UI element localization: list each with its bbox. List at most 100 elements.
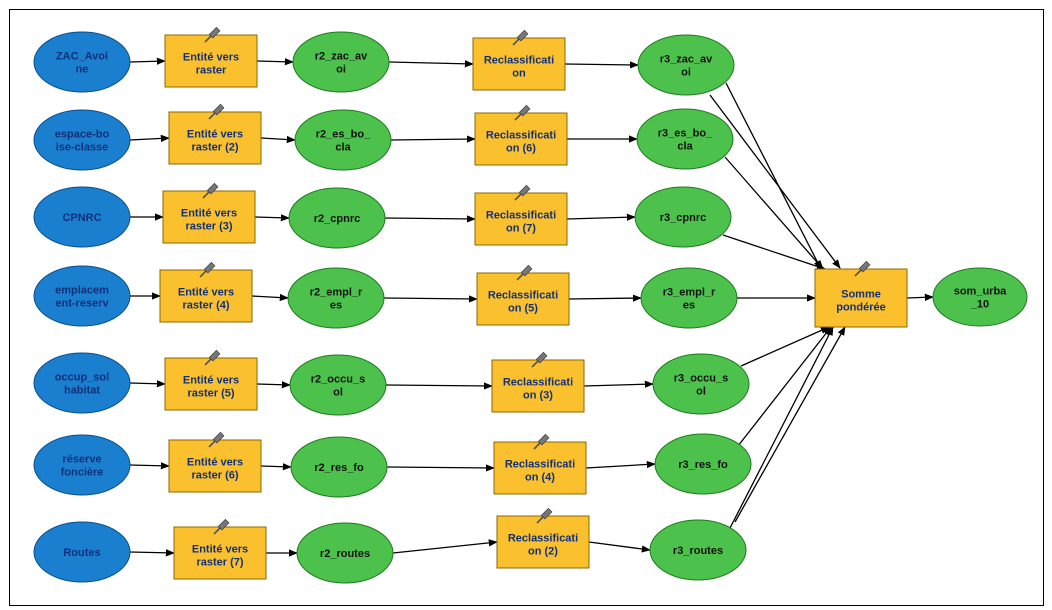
connector-layer: [129, 57, 934, 557]
connector-to-sum-2: [724, 156, 824, 270]
hammer-icon: [208, 431, 225, 448]
reclassified-raster-5[interactable]: r3_occu_sol: [652, 353, 750, 415]
connector-mid-3: [384, 215, 476, 223]
final-output-raster-label: som_urba: [954, 286, 1007, 298]
input-dataset-7[interactable]: Routes: [33, 521, 131, 583]
intermediate-raster-2-label: cla: [335, 142, 351, 154]
intermediate-raster-7[interactable]: r2_routes: [296, 522, 394, 584]
tool-reclassification-3-label: on (7): [506, 223, 536, 235]
connector-tool1-1: [256, 58, 294, 66]
input-dataset-5-label: habitat: [64, 385, 100, 397]
tool-reclassification-6-label: Reclassificati: [505, 459, 575, 471]
tool-somme-ponderee-label: Somme: [841, 289, 881, 301]
input-dataset-4-label: emplacem: [55, 285, 109, 297]
reclassified-raster-7-label: r3_routes: [673, 545, 723, 557]
input-dataset-3[interactable]: CPNRC: [33, 186, 131, 248]
tool-entite-vers-raster-4-label: raster (4): [182, 300, 229, 312]
connector-to-sum-5: [740, 326, 830, 367]
intermediate-raster-1-label: oi: [336, 64, 346, 76]
intermediate-raster-7-label: r2_routes: [320, 548, 370, 560]
reclassified-raster-1-label: oi: [681, 67, 691, 79]
input-dataset-6-label: foncière: [61, 467, 104, 479]
hammer-icon: [514, 184, 531, 201]
connector-mid-7: [392, 539, 498, 554]
hammer-icon: [514, 104, 531, 121]
intermediate-raster-4-label: r2_empl_r: [310, 287, 363, 299]
tool-reclassification-6-label: on (4): [525, 472, 555, 484]
tool-entite-vers-raster-6-label: raster (6): [191, 470, 238, 482]
reclassified-raster-4-label: es: [683, 300, 695, 312]
reclassified-raster-1-label: r3_zac_av: [660, 54, 713, 66]
reclassified-raster-3[interactable]: r3_cpnrc: [634, 186, 732, 248]
tool-reclassification-5-label: on (3): [523, 390, 553, 402]
connector-input-2: [129, 134, 170, 143]
hammer-icon: [854, 260, 871, 277]
reclassified-raster-7[interactable]: r3_routes: [649, 519, 747, 581]
connector-tool1-3: [254, 214, 290, 222]
tool-entite-vers-raster-5-label: raster (5): [187, 388, 234, 400]
input-dataset-5-label: occup_sol: [55, 372, 109, 384]
input-dataset-2-label: ise-classe: [56, 142, 109, 154]
intermediate-raster-4[interactable]: r2_empl_res: [287, 267, 385, 329]
tool-entite-vers-raster-3-label: raster (3): [185, 221, 232, 233]
intermediate-raster-6[interactable]: r2_res_fo: [290, 436, 388, 498]
connector-tool2-5: [583, 380, 654, 388]
connector-input-6: [129, 462, 170, 470]
tool-entite-vers-raster-3-label: Entité vers: [181, 208, 237, 220]
hammer-icon: [533, 433, 550, 450]
tool-reclassification-7-label: on (2): [528, 546, 558, 558]
reclassified-raster-2[interactable]: r3_es_bo_cla: [636, 108, 734, 170]
connector-tool1-6: [260, 463, 292, 471]
tool-entite-vers-raster-2-label: raster (2): [191, 142, 238, 154]
input-dataset-1-label: ZAC_Avoi: [56, 51, 108, 63]
tool-entite-vers-raster-7-label: raster (7): [196, 557, 243, 569]
reclassified-raster-4-label: r3_empl_r: [663, 287, 716, 299]
connector-to-sum-3: [722, 234, 826, 270]
connector-tool2-7: [588, 541, 651, 553]
tool-entite-vers-raster-1-label: raster: [196, 65, 227, 77]
intermediate-raster-4-label: es: [330, 300, 342, 312]
hammer-icon: [531, 351, 548, 368]
input-dataset-2-label: espace-bo: [55, 129, 110, 141]
hammer-icon: [202, 182, 219, 199]
intermediate-raster-2-label: r2_es_bo_: [316, 129, 371, 141]
tool-entite-vers-raster-5-label: Entité vers: [183, 375, 239, 387]
connector-extra-1: [709, 94, 841, 269]
hammer-icon: [516, 264, 533, 281]
reclassified-raster-4[interactable]: r3_empl_res: [640, 267, 738, 329]
connector-to-sum-1: [725, 82, 822, 270]
reclassified-raster-6[interactable]: r3_res_fo: [654, 433, 752, 495]
final-output-raster[interactable]: som_urba_10: [932, 267, 1028, 327]
reclassified-raster-3-label: r3_cpnrc: [660, 212, 706, 224]
intermediate-raster-2[interactable]: r2_es_bo_cla: [294, 109, 392, 171]
intermediate-raster-5[interactable]: r2_occu_sol: [289, 354, 387, 416]
connector-tool2-1: [564, 61, 639, 69]
intermediate-raster-3[interactable]: r2_cpnrc: [288, 187, 386, 249]
connector-tool2-4: [568, 294, 642, 302]
connector-mid-4: [383, 295, 478, 303]
tool-reclassification-2-label: on (6): [506, 143, 536, 155]
